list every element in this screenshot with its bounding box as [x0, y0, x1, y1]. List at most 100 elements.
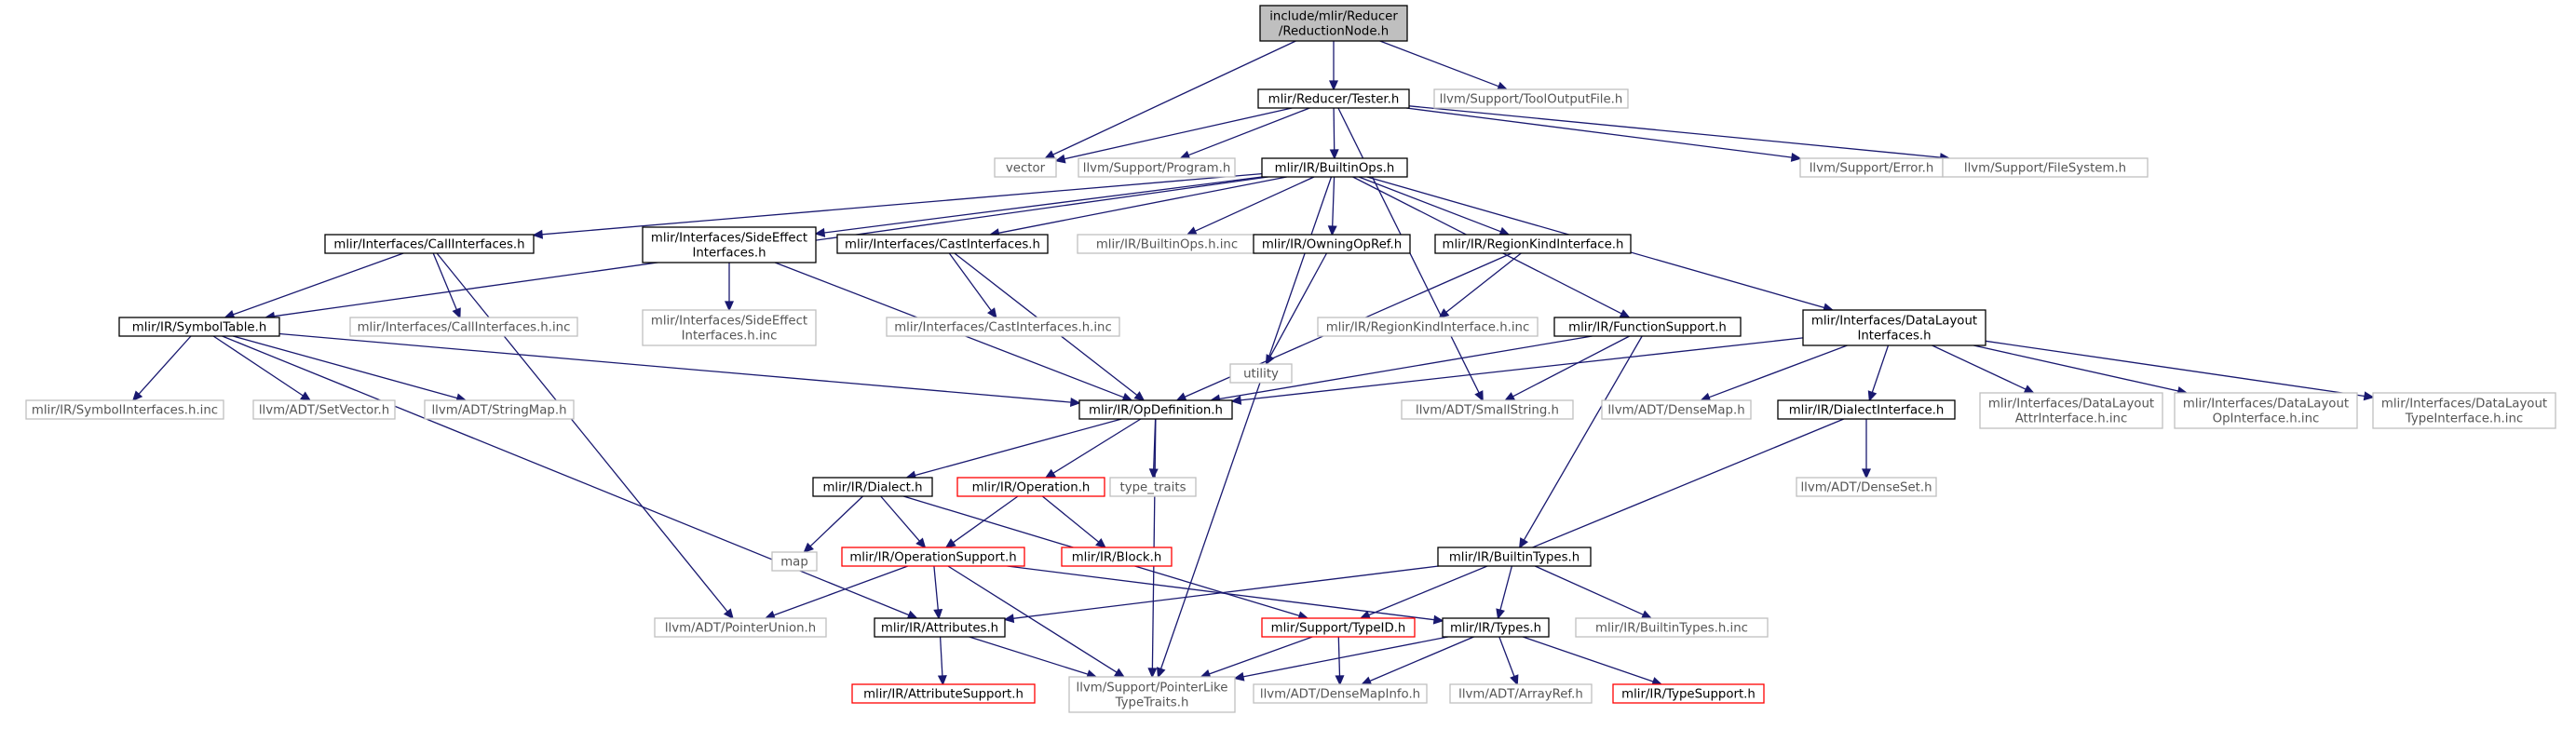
arrowhead-icon [1496, 608, 1505, 620]
node-typeid[interactable]: mlir/Support/TypeID.h [1261, 617, 1416, 638]
node-box [841, 547, 1025, 567]
node-box [874, 617, 1006, 638]
node-types[interactable]: mlir/IR/Types.h [1442, 617, 1550, 638]
edge-tester-to-smallstring [1337, 107, 1484, 402]
node-attributes[interactable]: mlir/IR/Attributes.h [874, 617, 1006, 638]
edge-line [233, 335, 458, 399]
node-pointerunion[interactable]: llvm/ADT/PointerUnion.h [654, 617, 827, 638]
node-dialectif[interactable]: mlir/IR/DialectInterface.h [1777, 399, 1956, 420]
edge-attributes-to-attrsupport [937, 636, 947, 686]
node-builtintypesinc[interactable]: mlir/IR/BuiltinTypes.h.inc [1575, 617, 1769, 638]
edge-line [915, 418, 1122, 477]
node-typetraits[interactable]: type_traits [1109, 477, 1197, 497]
node-typesupport[interactable]: mlir/IR/TypeSupport.h [1612, 683, 1765, 704]
node-operation[interactable]: mlir/IR/Operation.h [956, 477, 1105, 497]
node-box [1068, 676, 1236, 713]
node-block[interactable]: mlir/IR/Block.h [1061, 547, 1173, 567]
node-label: include/mlir/Reducer [1269, 10, 1398, 24]
node-box [642, 309, 817, 346]
node-label: mlir/IR/OperationSupport.h [849, 551, 1016, 565]
node-owningopref[interactable]: mlir/IR/OwningOpRef.h [1253, 234, 1411, 254]
arrowhead-icon [532, 229, 544, 239]
arrowhead-icon [1186, 226, 1198, 236]
arrowhead-icon [987, 307, 997, 319]
edge-dialect-to-map [803, 495, 863, 554]
node-box [1229, 363, 1293, 384]
node-label: mlir/IR/RegionKindInterface.h [1443, 238, 1624, 252]
node-error[interactable]: llvm/Support/Error.h [1799, 157, 1944, 178]
node-opdefinition[interactable]: mlir/IR/OpDefinition.h [1078, 399, 1233, 420]
node-utility[interactable]: utility [1229, 363, 1293, 384]
node-vector[interactable]: vector [994, 157, 1057, 178]
node-densemap[interactable]: llvm/ADT/DenseMap.h [1601, 399, 1752, 420]
node-box [424, 399, 575, 420]
edge-line [1187, 107, 1310, 156]
node-densemapinfo[interactable]: llvm/ADT/DenseMapInfo.h [1253, 683, 1428, 704]
node-tester[interactable]: mlir/Reducer/Tester.h [1257, 88, 1410, 109]
node-smallstring[interactable]: llvm/ADT/SmallString.h [1401, 399, 1574, 420]
node-filesystem[interactable]: llvm/Support/FileSystem.h [1942, 157, 2149, 178]
node-symboltable[interactable]: mlir/IR/SymbolTable.h [118, 317, 280, 337]
edge-line [939, 636, 943, 677]
edge-line [432, 252, 458, 310]
node-stringmap[interactable]: llvm/ADT/StringMap.h [424, 399, 575, 420]
arrowhead-icon [1619, 309, 1631, 318]
node-box [1442, 617, 1550, 638]
edge-tester-to-filesystem [1408, 105, 1951, 163]
node-label: map [780, 556, 808, 570]
edge-line [948, 252, 992, 312]
node-builtinops[interactable]: mlir/IR/BuiltinOps.h [1261, 157, 1408, 178]
node-builtintypes[interactable]: mlir/IR/BuiltinTypes.h [1437, 547, 1592, 567]
edge-regionkind-to-regionkindinc [1438, 252, 1522, 318]
arrowhead-icon [1043, 150, 1056, 159]
node-dlopinc[interactable]: mlir/Interfaces/DataLayoutOpInterface.h.… [2174, 392, 2358, 429]
edges-layer [131, 40, 2375, 686]
node-denseset[interactable]: llvm/ADT/DenseSet.h [1796, 477, 1937, 497]
node-map[interactable]: map [771, 551, 818, 572]
edge-line [998, 176, 1287, 234]
node-program[interactable]: llvm/Support/Program.h [1078, 157, 1236, 178]
edge-castif-to-castifinc [948, 252, 997, 319]
node-label: llvm/ADT/ArrayRef.h [1458, 688, 1583, 702]
node-tooloutput[interactable]: llvm/Support/ToolOutputFile.h [1433, 88, 1629, 109]
node-sideeffectinc[interactable]: mlir/Interfaces/SideEffectInterfaces.h.i… [642, 309, 817, 346]
arrowhead-icon [1335, 675, 1345, 686]
node-label: mlir/Reducer/Tester.h [1268, 93, 1400, 107]
node-box [1109, 477, 1197, 497]
node-box [1796, 477, 1937, 497]
node-castif[interactable]: mlir/Interfaces/CastInterfaces.h [836, 234, 1049, 254]
node-box [1261, 157, 1408, 178]
arrowhead-icon [131, 390, 143, 402]
node-callif[interactable]: mlir/Interfaces/CallInterfaces.h [324, 234, 535, 254]
node-box [1261, 617, 1416, 638]
edge-line [1064, 107, 1293, 160]
node-callifinc[interactable]: mlir/Interfaces/CallInterfaces.h.inc [349, 317, 578, 337]
edge-root-to-tester [1328, 41, 1339, 91]
node-label: mlir/IR/BuiltinOps.h [1275, 162, 1395, 176]
edge-symboltable-to-stringmap [233, 335, 468, 403]
node-dlattrinc[interactable]: mlir/Interfaces/DataLayoutAttrInterface.… [1979, 392, 2163, 429]
node-label: llvm/Support/FileSystem.h [1964, 162, 2126, 176]
node-label: llvm/ADT/PointerUnion.h [665, 622, 816, 636]
node-attrsupport[interactable]: mlir/IR/AttributeSupport.h [851, 683, 1036, 704]
node-setvector[interactable]: llvm/ADT/SetVector.h [252, 399, 396, 420]
arrowhead-icon [1503, 392, 1516, 401]
edge-line [1985, 340, 2366, 398]
node-dialect[interactable]: mlir/IR/Dialect.h [812, 477, 933, 497]
node-symbolifinc[interactable]: mlir/IR/SymbolInterfaces.h.inc [25, 399, 224, 420]
node-builtinopsinc[interactable]: mlir/IR/BuiltinOps.h.inc [1077, 234, 1257, 254]
edge-sideeffect-to-sideeffectinc [724, 263, 735, 312]
node-box [994, 157, 1057, 178]
edge-line [1498, 636, 1515, 677]
node-regionkindinc[interactable]: mlir/IR/RegionKindInterface.h.inc [1317, 317, 1539, 337]
node-functionsupport[interactable]: mlir/IR/FunctionSupport.h [1553, 317, 1742, 337]
node-opsupport[interactable]: mlir/IR/OperationSupport.h [841, 547, 1025, 567]
edge-builtintypes-to-builtintypesinc [1534, 565, 1653, 619]
node-arrayref[interactable]: llvm/ADT/ArrayRef.h [1449, 683, 1593, 704]
node-castifinc[interactable]: mlir/Interfaces/CastInterfaces.h.inc [886, 317, 1120, 337]
node-regionkind[interactable]: mlir/IR/RegionKindInterface.h [1434, 234, 1632, 254]
node-dltypeinc[interactable]: mlir/Interfaces/DataLayoutTypeInterface.… [2372, 392, 2556, 429]
